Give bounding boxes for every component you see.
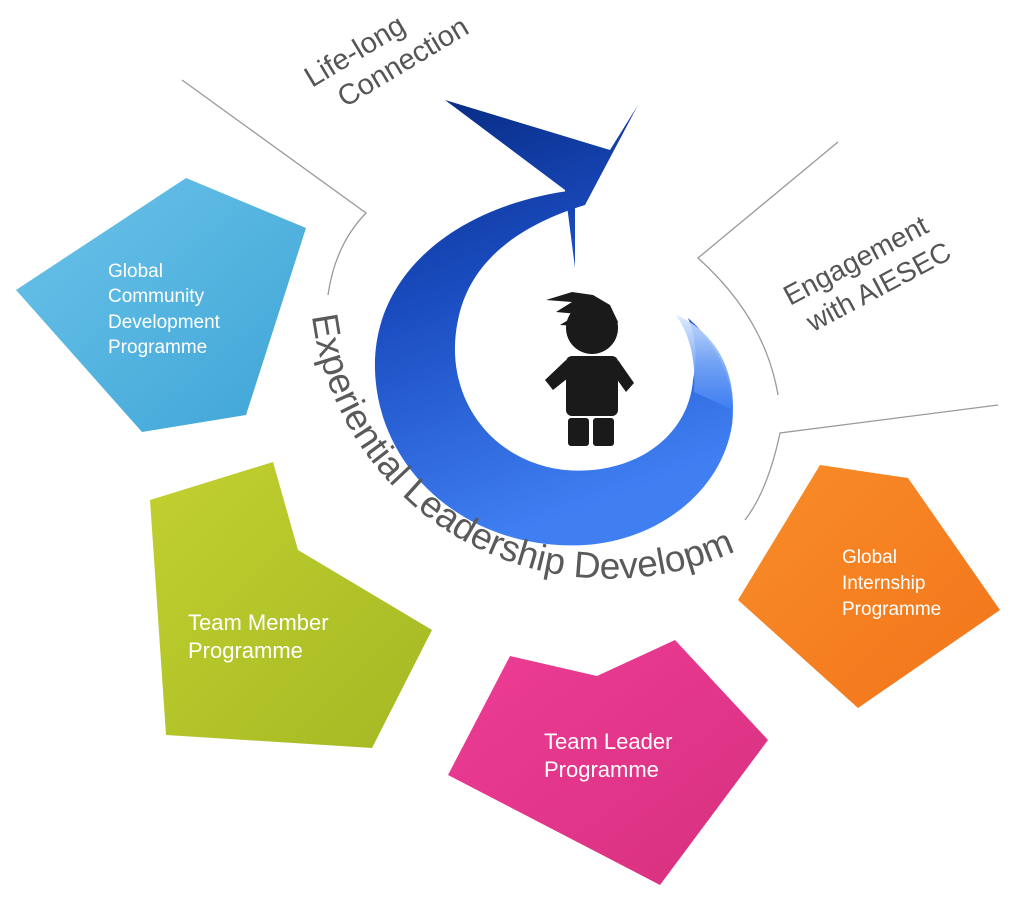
- divider-right: [744, 404, 999, 521]
- team-member-label: Team Member Programme: [188, 610, 329, 663]
- svg-text:Programme: Programme: [544, 757, 659, 782]
- divider-top-left: [181, 79, 367, 296]
- divider-top-right: [697, 141, 839, 396]
- spiral-arrow-icon: [374, 100, 734, 546]
- svg-text:Global: Global: [842, 547, 897, 568]
- svg-text:Team Member: Team Member: [188, 610, 329, 635]
- svg-text:Global: Global: [108, 261, 163, 282]
- global-community-label: Global Community Development Programme: [108, 261, 221, 358]
- svg-text:Team Leader: Team Leader: [544, 729, 672, 754]
- divider-lines: [181, 79, 999, 521]
- svg-text:Internship: Internship: [842, 573, 925, 594]
- engagement-with-aiesec-label: Engagement with AIESEC: [778, 209, 956, 338]
- team-leader-label: Team Leader Programme: [544, 729, 672, 782]
- life-long-connection-label: Life-long Connection: [299, 9, 474, 114]
- svg-text:Programme: Programme: [108, 337, 207, 358]
- team-member-shape: [150, 462, 432, 748]
- svg-text:Development: Development: [108, 312, 221, 333]
- svg-text:Programme: Programme: [842, 599, 941, 620]
- svg-text:Programme: Programme: [188, 638, 303, 663]
- global-internship-shape: [738, 465, 1000, 708]
- team-leader-shape: [448, 640, 768, 885]
- global-community-shape: [16, 178, 306, 432]
- svg-text:Community: Community: [108, 286, 205, 307]
- global-internship-label: Global Internship Programme: [842, 547, 941, 620]
- person-icon: [545, 292, 634, 446]
